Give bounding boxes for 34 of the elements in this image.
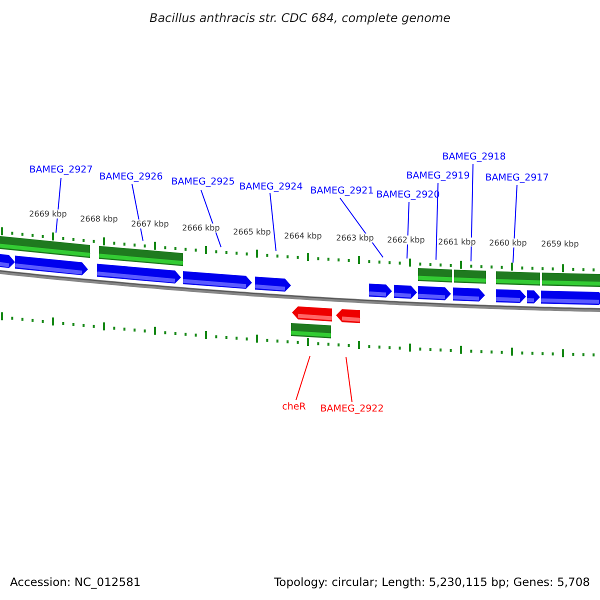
scale-label: 2668 kbp — [79, 214, 119, 224]
scale-label: 2667 kbp — [130, 220, 170, 228]
gene-label: BAMEG_2921 — [310, 186, 374, 196]
scale-label: 2664 kbp — [283, 232, 323, 240]
scale-label: 2660 kbp — [488, 238, 528, 248]
gene-label: BAMEG_2924 — [239, 182, 303, 192]
gene-label: BAMEG_2927 — [29, 164, 93, 176]
leader-line — [340, 198, 384, 258]
leader-line — [296, 356, 310, 400]
scale-label: 2666 kbp — [181, 224, 221, 232]
gene-label: BAMEG_2926 — [99, 172, 163, 182]
leader-line — [470, 164, 474, 262]
leader-line — [512, 184, 518, 264]
scale-label: 2663 kbp — [335, 234, 375, 242]
leader-line — [200, 190, 222, 248]
scale-label: 2659 kbp — [540, 240, 580, 248]
gene-label: BAMEG_2919 — [406, 170, 470, 182]
gene-label: BAMEG_2917 — [485, 172, 549, 184]
gene-label: BAMEG_2922 — [320, 404, 384, 414]
gene-label: cheR — [282, 402, 306, 412]
scale-label: 2665 kbp — [232, 228, 272, 236]
leader-line — [436, 182, 438, 260]
leader-line — [346, 356, 352, 402]
scale-label: 2669 kbp — [28, 210, 68, 218]
footer-text: Topology: circular; Length: 5,230,115 bp; Genes: 5,708 — [274, 575, 590, 589]
leader-line — [270, 192, 276, 252]
scale-label: 2662 kbp — [386, 236, 426, 244]
footer-text: Accession: NC_012581 — [10, 575, 141, 589]
scale-label: 2661 kbp — [437, 238, 477, 246]
leader-line — [132, 184, 144, 242]
gene-label: BAMEG_2918 — [442, 152, 506, 162]
leader-line — [406, 202, 410, 259]
gene-label: BAMEG_2925 — [171, 176, 235, 188]
map-title: Bacillus anthracis str. CDC 684, complete genome — [149, 11, 451, 25]
